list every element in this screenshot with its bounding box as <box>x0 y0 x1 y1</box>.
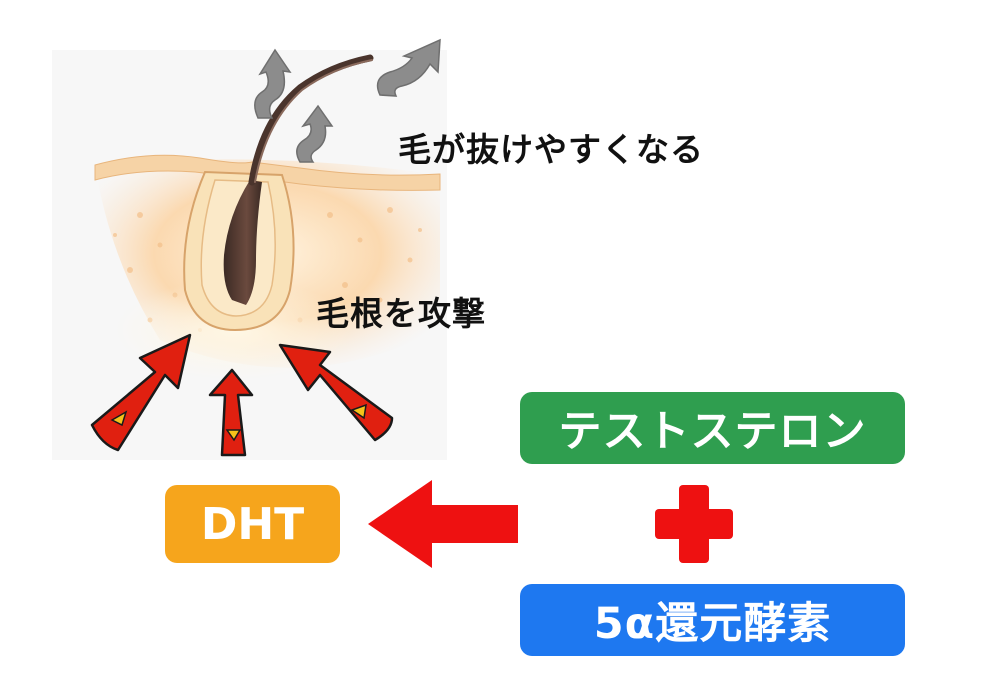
testosterone-label: テストステロン <box>520 392 905 464</box>
wavy-arrow-icon <box>254 38 441 163</box>
wavy-arrow-2 <box>376 38 441 97</box>
hair-falls-caption: 毛が抜けやすくなる <box>398 130 704 169</box>
attack-arrow-center <box>208 368 254 457</box>
wavy-arrow-3 <box>296 104 334 163</box>
attack-root-caption: 毛根を攻撃 <box>316 294 486 333</box>
arrow-faces <box>110 403 367 442</box>
enzyme-label: 5α還元酵素 <box>520 584 905 656</box>
plus-icon <box>655 485 733 563</box>
wavy-arrow-1 <box>254 48 292 119</box>
skin-section <box>94 154 441 380</box>
dht-label: DHT <box>165 485 340 563</box>
hair-strand <box>223 54 374 305</box>
hair-shaft <box>248 54 374 186</box>
left-arrow-icon <box>368 480 518 568</box>
hair-root <box>223 180 262 305</box>
skin-surface <box>94 154 441 191</box>
